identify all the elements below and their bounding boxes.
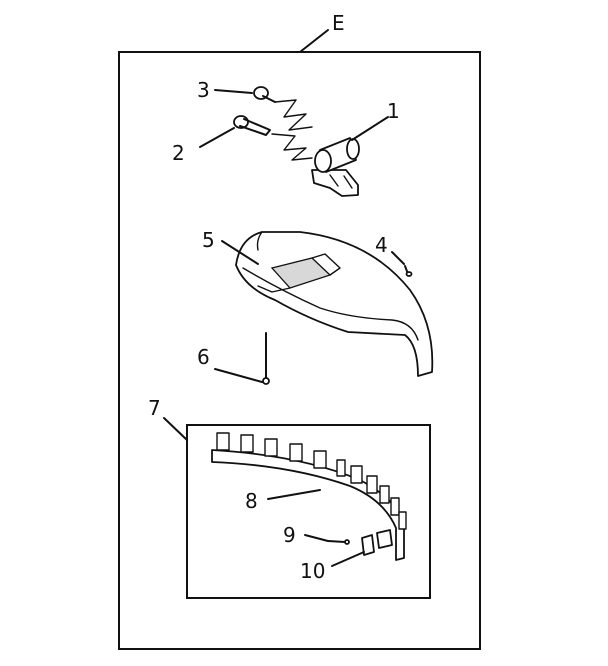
leader-8	[267, 489, 321, 500]
callout-4: 4	[375, 233, 388, 257]
leader-4	[391, 251, 405, 265]
leader-7	[163, 417, 188, 441]
leader-1	[351, 116, 389, 141]
part-6-long-screw	[262, 332, 270, 385]
part-2-screw	[233, 115, 313, 161]
part-4-small-screw	[404, 265, 413, 277]
part-9-pin	[327, 539, 350, 545]
part-8-brush-strip	[211, 432, 407, 561]
callout-3: 3	[197, 78, 210, 102]
callout-1: 1	[387, 99, 400, 123]
leader-2	[199, 127, 235, 148]
part-10-clip	[361, 534, 375, 556]
assembly-label-e: E	[332, 11, 345, 35]
callout-8: 8	[245, 489, 258, 513]
leader-9	[304, 534, 329, 542]
leader-3	[214, 89, 253, 94]
leader-5	[221, 240, 259, 265]
part-1-bracket	[311, 137, 360, 197]
callout-2: 2	[172, 141, 185, 165]
part-7-kit-box	[186, 424, 431, 599]
callout-10: 10	[300, 559, 325, 583]
part-5-cover	[235, 231, 434, 377]
callout-6: 6	[197, 345, 210, 369]
part-3-screw	[253, 86, 313, 131]
callout-7: 7	[148, 396, 161, 420]
callout-5: 5	[202, 228, 215, 252]
leader-6	[214, 368, 263, 383]
leader-10	[331, 551, 365, 567]
callout-9: 9	[283, 523, 296, 547]
assembly-leader-line	[299, 29, 329, 53]
